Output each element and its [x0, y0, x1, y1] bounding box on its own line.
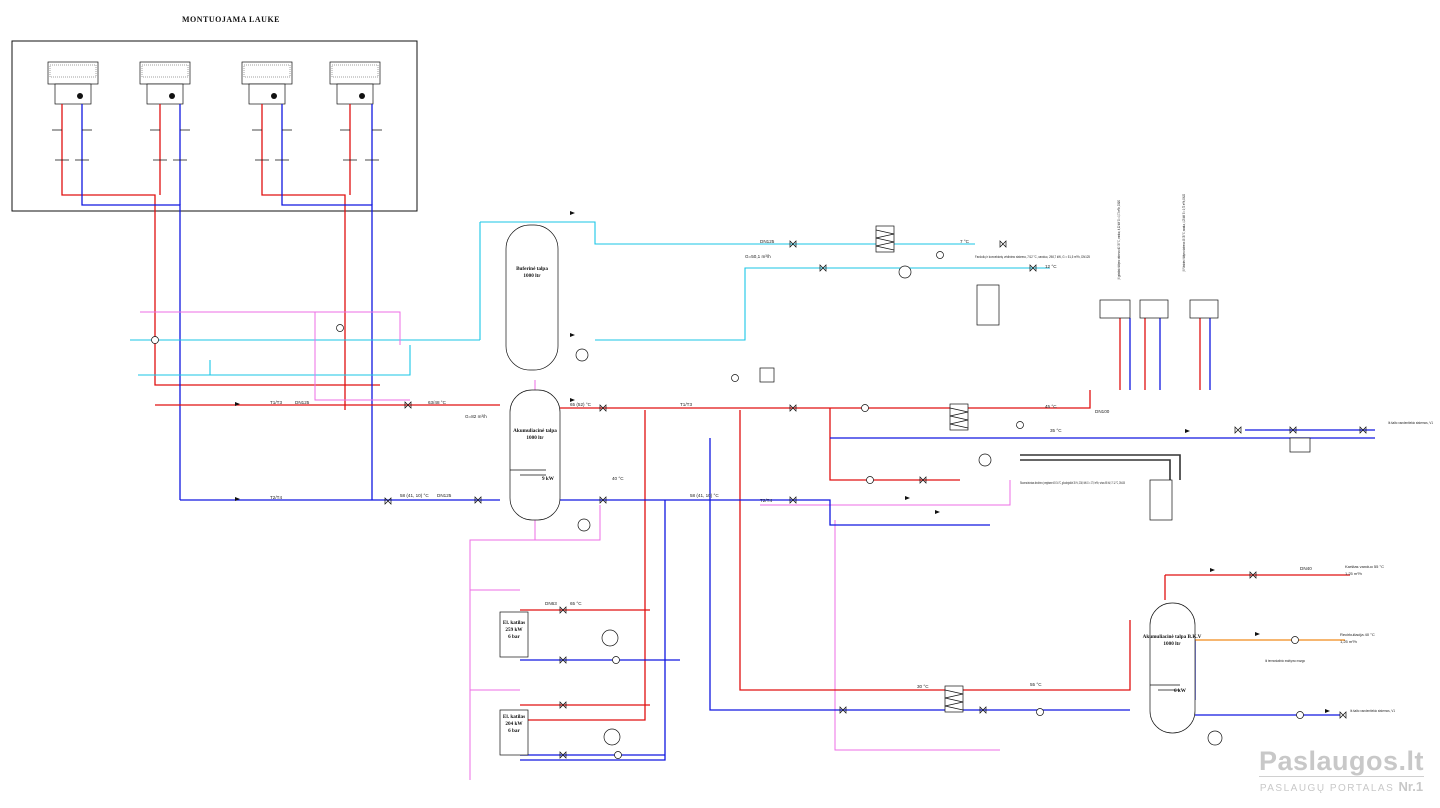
- storage-tank-heater: 9 kW: [542, 476, 555, 482]
- boiler-2-name: El. katilas: [503, 714, 525, 720]
- heat-pump-unit-1: [47, 61, 99, 105]
- label-flow-82: G=82 m³/h: [465, 414, 487, 419]
- note-floor-heating: Į 6 grindinio šildymo sistemos 40/ 35 °C…: [1116, 200, 1121, 280]
- valves: [384, 240, 1367, 759]
- watermark-brand: Paslaugos.lt: [1258, 746, 1424, 776]
- cooling-circuit: [130, 221, 1050, 376]
- label-dn125-cooling: DN125: [760, 239, 775, 244]
- label-55c: 55 °C: [1030, 682, 1042, 687]
- label-dn40: DN40: [1300, 566, 1312, 571]
- label-temp-return: 58 (41, 10) °C: [400, 493, 429, 498]
- return-lines: [180, 318, 1375, 761]
- note-ventilation: Sliuomsriatoriaus šiedinimo (vergiriame …: [1020, 480, 1125, 485]
- storage-tank-volume: 1000 ltr: [526, 435, 544, 441]
- hot-water-tank: Akumuliacinė talpa B.K.V 1000 ltr 6 kW: [1143, 602, 1202, 734]
- buffer-tank: Buferinė talpa 1000 ltr: [505, 224, 559, 371]
- note-circulation: Recirkuliacija 40 °C: [1340, 632, 1375, 637]
- label-dn125-return: DN125: [437, 493, 452, 498]
- glycol-line: [1020, 454, 1181, 485]
- note-hot-flow: 1,25 m³/h: [1345, 571, 1362, 576]
- outdoor-pipework: [52, 104, 382, 500]
- label-7c: 7 °C: [960, 239, 970, 244]
- label-temp-return-2: 58 (41, 10) °C: [690, 493, 719, 498]
- note-circ-source: Iš termostatinio maišymo mazgo: [1265, 658, 1306, 663]
- boiler-2-power: 204 kW: [505, 721, 523, 727]
- storage-tank: Akumuliacinė talpa 1000 ltr 9 kW: [509, 389, 561, 521]
- electric-boiler-2: El. katilas 204 kW 6 bar: [499, 709, 529, 756]
- label-flow-50: G=50,1 m³/h: [745, 254, 771, 259]
- heat-pump-unit-4: [329, 61, 381, 105]
- pumps: [151, 251, 1304, 759]
- right-branch-units: [1099, 299, 1311, 453]
- outdoor-units-frame: [11, 40, 418, 212]
- watermark-sub-text: PASLAUGŲ PORTALAS: [1259, 783, 1395, 794]
- watermark: Paslaugos.lt PASLAUGŲ PORTALAS Nr.1: [1258, 746, 1424, 794]
- label-dn100: DN100: [1095, 409, 1110, 414]
- buffer-tank-name: Buferinė talpa: [516, 266, 548, 272]
- heat-exchanger-hotwater: [944, 685, 964, 713]
- note-hot-water: Karštas vanduo 55 °C: [1345, 564, 1384, 569]
- watermark-nr: Nr.1: [1398, 779, 1424, 794]
- note-supply-3: Iš šalto vandentiekio sistemos, V1: [1350, 708, 1396, 713]
- note-cooling-heating: Į 8 'Vėsinimo' šildymo sistemos 45/ 35 °…: [1181, 194, 1186, 272]
- label-t2-t4-right: T2/T4: [760, 498, 772, 503]
- heat-exchanger-ventilation: [949, 403, 969, 431]
- label-30c: 30 °C: [917, 684, 929, 689]
- note-circ-flow: 1,25 m³/h: [1340, 639, 1357, 644]
- scheme-title: MONTUOJAMA LAUKE: [182, 15, 280, 24]
- electric-boiler-1: El. katilas 259 kW 6 bar: [499, 611, 529, 658]
- label-35c: 35 °C: [1050, 428, 1062, 433]
- heat-exchanger-fancoil: [875, 225, 895, 253]
- label-12c: 12 °C: [1045, 264, 1057, 269]
- watermark-sub: PASLAUGŲ PORTALAS Nr.1: [1258, 776, 1424, 794]
- hot-water-tank-volume: 1000 ltr: [1163, 641, 1181, 647]
- label-dn125-supply: DN125: [295, 400, 310, 405]
- label-45c: 45 °C: [1045, 404, 1057, 409]
- note-fancoil: Fančoilų ir konvektorių vėdinimo sistema…: [975, 254, 1091, 259]
- boiler-1-name: El. katilas: [503, 620, 525, 626]
- label-t2-t4: T2/T4: [270, 495, 282, 500]
- boiler-pink-links: [469, 540, 500, 780]
- label-dn63: DN63: [545, 601, 557, 606]
- expansion-vessels: [575, 265, 1223, 746]
- heat-pump-unit-2: [139, 61, 191, 105]
- label-65c: 65 °C: [570, 601, 582, 606]
- heat-pump-unit-3: [241, 61, 293, 105]
- supply-lines: [155, 318, 1350, 721]
- label-temp-supply: 63/48 °C: [428, 400, 447, 405]
- label-t1-t3: T1/T3: [270, 400, 282, 405]
- buffer-tank-volume: 1000 ltr: [523, 273, 541, 279]
- hot-water-tank-heater: 6 kW: [1174, 688, 1187, 694]
- storage-tank-name: Akumuliacinė talpa: [513, 428, 557, 434]
- label-t1-t3-right: T1/T3: [680, 402, 692, 407]
- label-40c: 40 °C: [612, 476, 624, 481]
- label-temp-supply-2: 65 (52) °C: [570, 402, 592, 407]
- note-supply-1: Iš šalto vandentiekio sistemos, V1: [1388, 420, 1434, 425]
- boiler-1-pressure: 6 bar: [508, 634, 520, 640]
- hot-water-tank-name: Akumuliacinė talpa B.K.V: [1143, 634, 1202, 640]
- boiler-2-pressure: 6 bar: [508, 728, 520, 734]
- boiler-1-power: 259 kW: [505, 627, 523, 633]
